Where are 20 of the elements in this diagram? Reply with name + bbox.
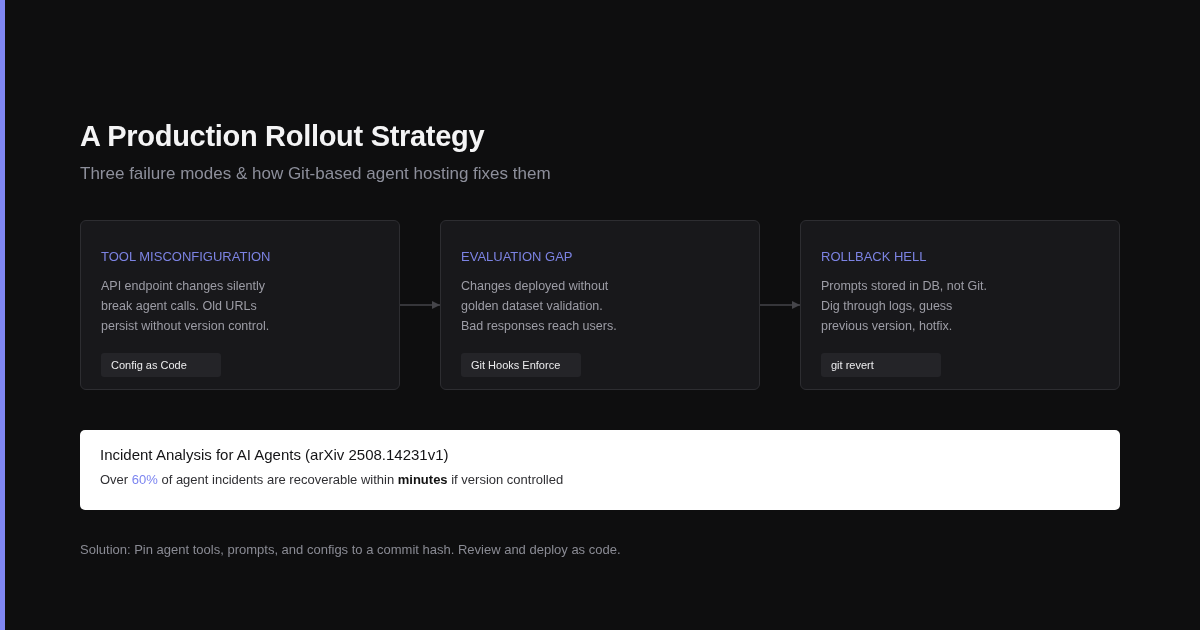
arrow bbox=[759, 301, 801, 309]
card-description: API endpoint changes silently break agent calls. Old URLs persist without version control. bbox=[101, 278, 271, 335]
failure-card bbox=[800, 220, 1120, 390]
info-panel bbox=[80, 430, 1120, 510]
failure-card bbox=[80, 220, 400, 390]
solution-tag: Git Hooks Enforce bbox=[461, 353, 581, 377]
card-heading: EVALUATION GAP bbox=[461, 249, 573, 265]
card-description: Changes deployed without golden dataset validation. Bad responses reach users. bbox=[461, 278, 618, 335]
card-description: Prompts stored in DB, not Git. Dig through logs, guess previous version, hotfix. bbox=[821, 278, 989, 335]
arrow bbox=[399, 301, 441, 309]
card-heading: ROLLBACK HELL bbox=[821, 249, 927, 265]
failure-card bbox=[440, 220, 760, 390]
panel-heading: Incident Analysis for AI Agents (arXiv 2508.14231v1) bbox=[100, 445, 449, 465]
panel-text: Over 60% of agent incidents are recoverable within minutes if version controlled bbox=[100, 471, 564, 489]
solution-tag: git revert bbox=[821, 353, 941, 377]
card-heading: TOOL MISCONFIGURATION bbox=[101, 249, 271, 265]
footer-note: Solution: Pin agent tools, prompts, and configs to a commit hash. Review and deploy as code. bbox=[80, 541, 621, 559]
subtitle: Three failure modes & how Git-based agent hosting fixes them bbox=[80, 163, 551, 185]
solution-tag: Config as Code bbox=[101, 353, 221, 377]
page-title: A Production Rollout Strategy bbox=[80, 119, 485, 154]
